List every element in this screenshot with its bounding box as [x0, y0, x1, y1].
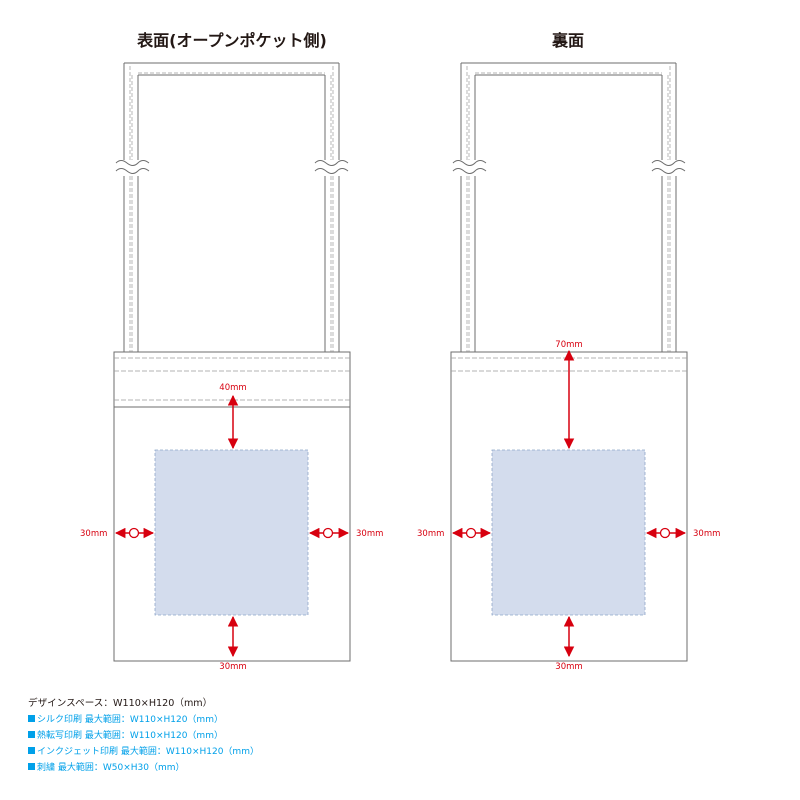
- back-right-marker: [659, 527, 671, 539]
- back-right-label: 30mm: [693, 529, 720, 539]
- front-top-label: 40mm: [219, 383, 246, 393]
- front-print-area: [154, 449, 309, 616]
- square-bullet-icon: [28, 731, 35, 738]
- transfer-note-text: 熱転写印刷 最大範囲：W110×H120（mm）: [37, 731, 223, 741]
- front-right-marker: [322, 527, 334, 539]
- transfer-note: 熱転写印刷 最大範囲：W110×H120（mm）: [28, 728, 259, 744]
- front-bottom-label: 30mm: [219, 662, 246, 672]
- bag-diagram: 表面(オープンポケット側): [80, 31, 720, 672]
- back-left-label: 30mm: [417, 529, 444, 539]
- embroidery-note: 刺繍 最大範囲：W50×H30（mm）: [28, 760, 259, 776]
- back-bottom-label: 30mm: [555, 662, 582, 672]
- back-title: 裏面: [551, 31, 584, 50]
- back-dimensions: [451, 349, 687, 658]
- front-right-label: 30mm: [356, 529, 383, 539]
- inkjet-note: インクジェット印刷 最大範囲：W110×H120（mm）: [28, 744, 259, 760]
- front-handle: [115, 62, 349, 352]
- silk-note-text: シルク印刷 最大範囲：W110×H120（mm）: [37, 715, 223, 725]
- square-bullet-icon: [28, 763, 35, 770]
- front-bag-body: [113, 351, 351, 662]
- back-panel: 裏面: [417, 31, 720, 672]
- front-left-label: 30mm: [80, 529, 107, 539]
- back-top-label: 70mm: [555, 340, 582, 350]
- back-left-marker: [465, 527, 477, 539]
- front-dimensions: [114, 394, 350, 658]
- print-notes: デザインスペース：W110×H120（mm） シルク印刷 最大範囲：W110×H…: [28, 696, 259, 776]
- front-panel: 表面(オープンポケット側): [80, 31, 383, 672]
- inkjet-note-text: インクジェット印刷 最大範囲：W110×H120（mm）: [37, 747, 259, 757]
- front-left-marker: [128, 527, 140, 539]
- front-title: 表面(オープンポケット側): [136, 31, 327, 50]
- square-bullet-icon: [28, 715, 35, 722]
- back-print-area: [491, 449, 646, 616]
- embroidery-note-text: 刺繍 最大範囲：W50×H30（mm）: [37, 763, 185, 773]
- design-space-note: デザインスペース：W110×H120（mm）: [28, 698, 213, 709]
- square-bullet-icon: [28, 747, 35, 754]
- silk-note: シルク印刷 最大範囲：W110×H120（mm）: [28, 712, 259, 728]
- back-handle: [452, 62, 686, 352]
